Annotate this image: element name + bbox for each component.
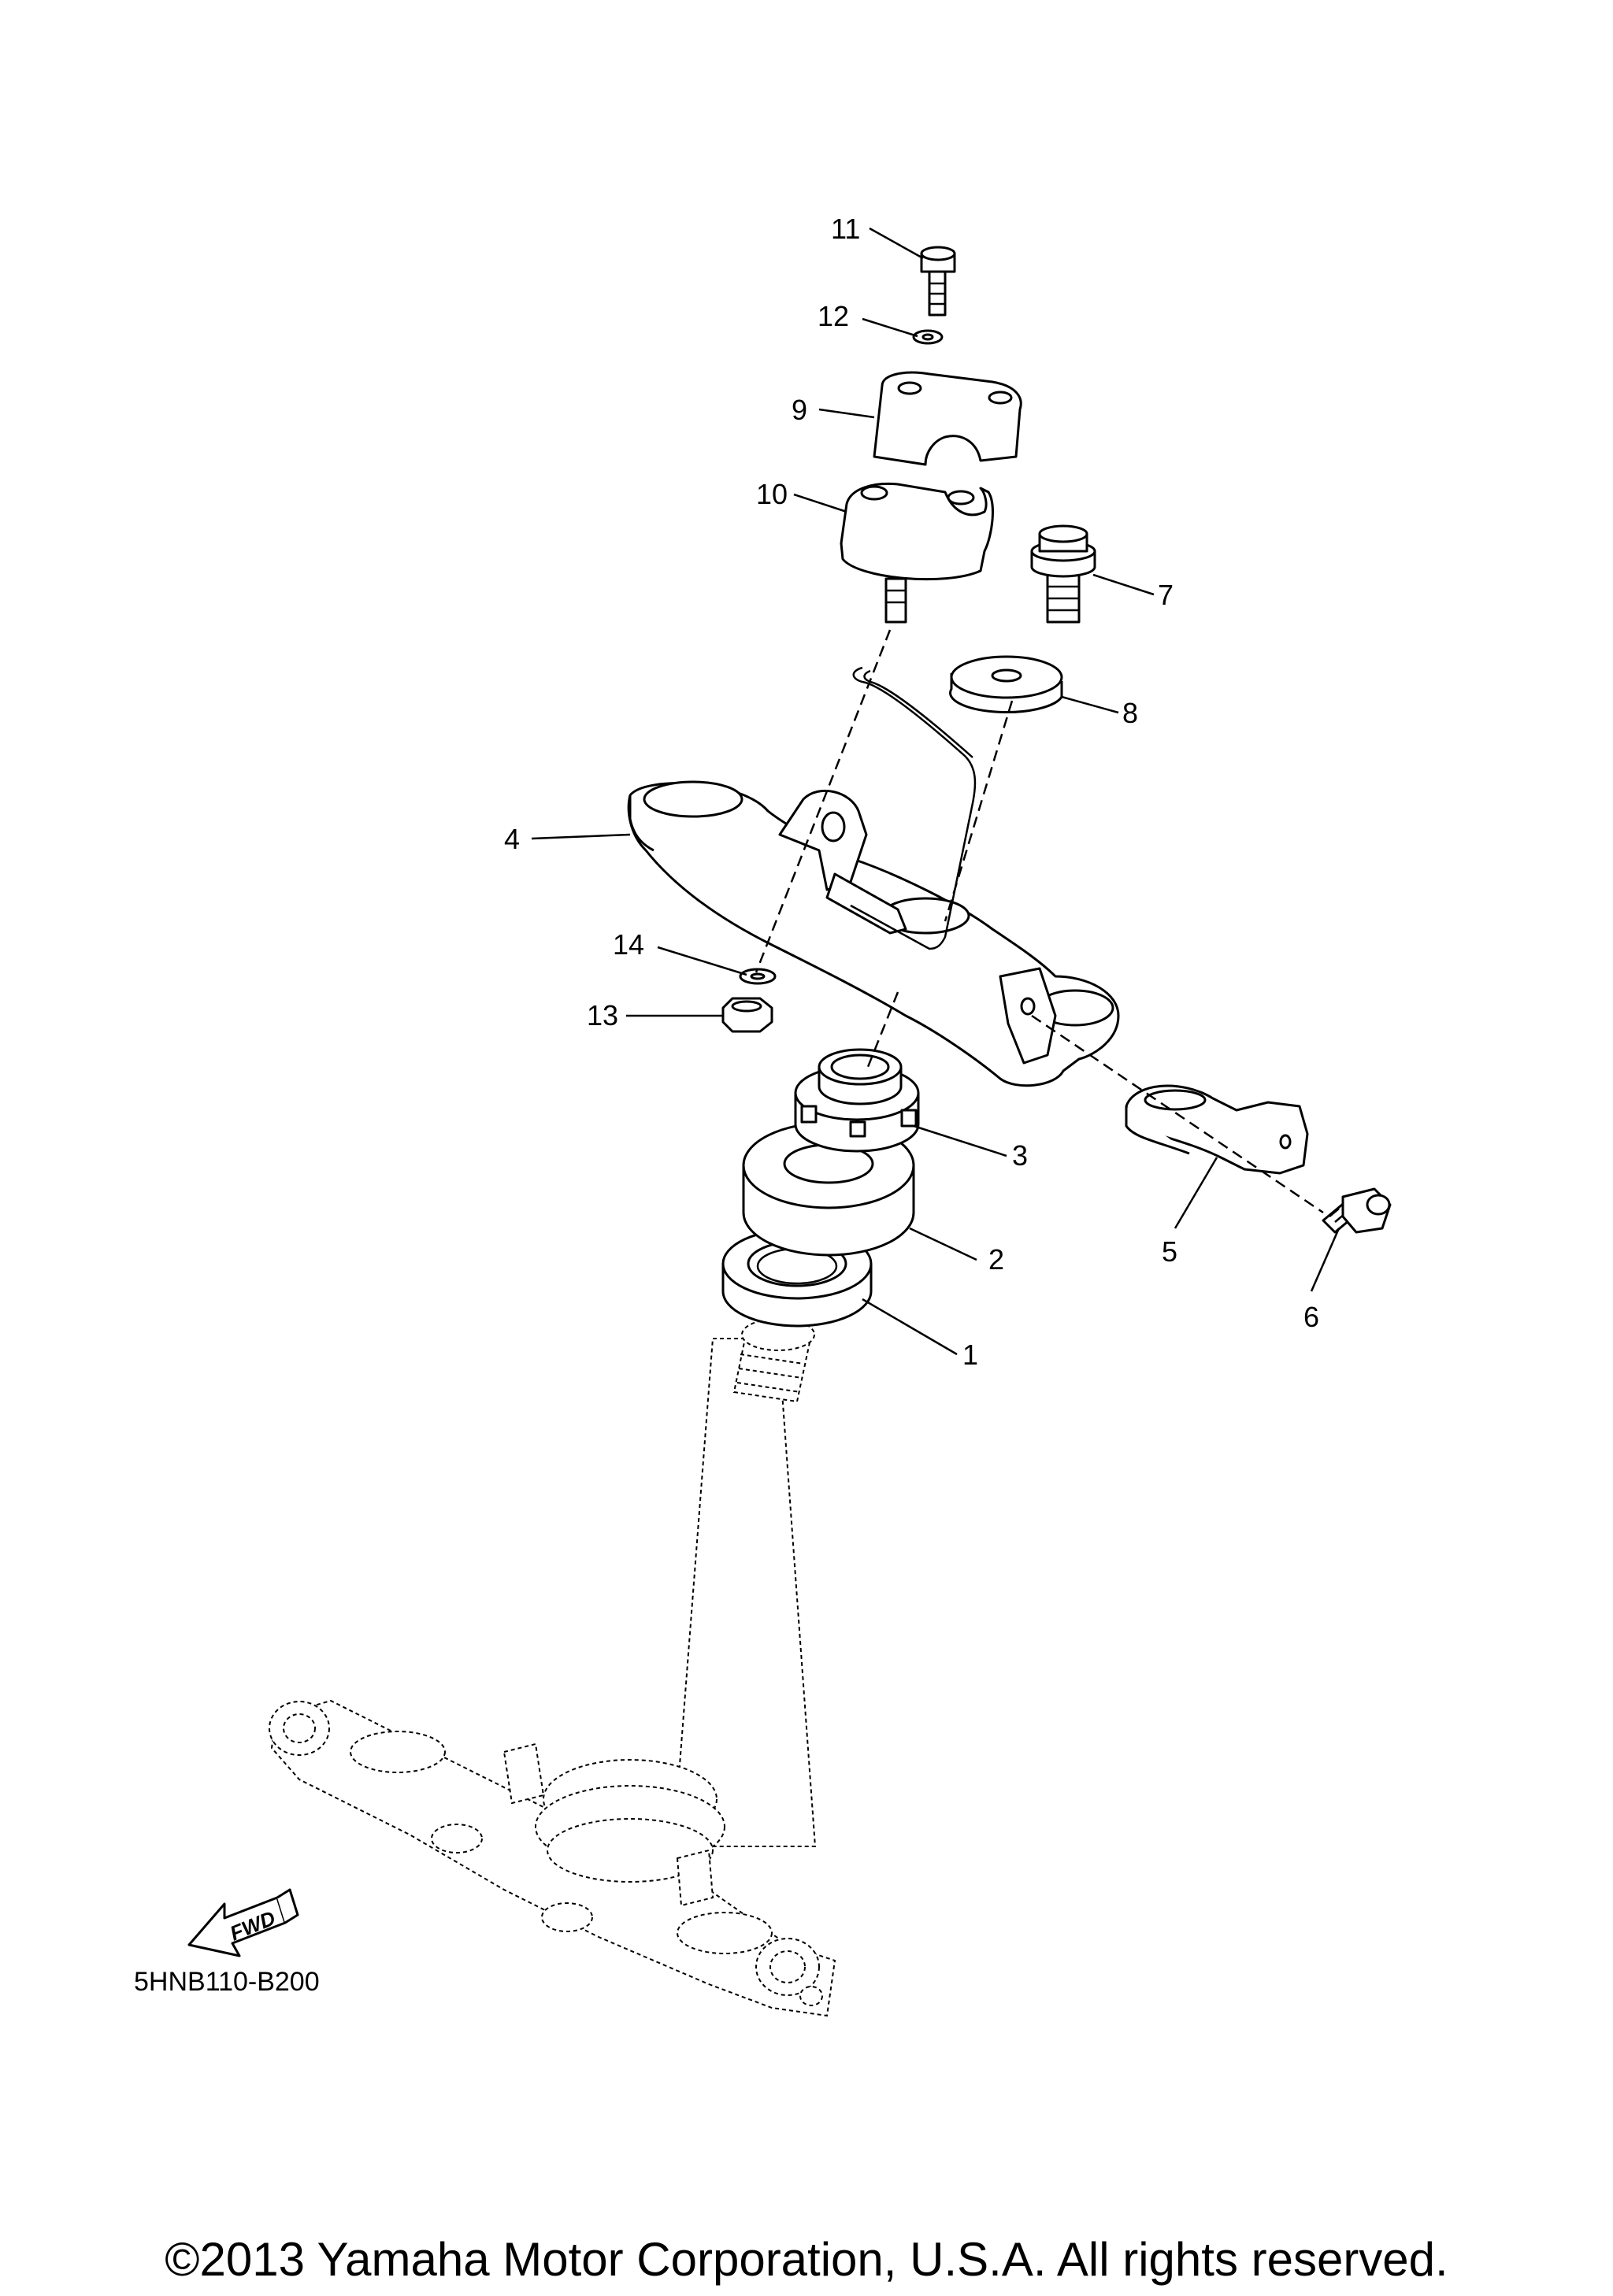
lower-bracket-steering-stem [269, 1318, 836, 2017]
callout-6: 6 [1303, 1301, 1319, 1333]
callout-12: 12 [818, 300, 849, 332]
part-14-washer [739, 968, 777, 985]
part-8-washer [949, 655, 1063, 714]
part-3-ring-nut [794, 1048, 920, 1153]
part-7-bolt [1030, 524, 1096, 624]
part-12-washer [912, 329, 944, 345]
callout-labels: 11 12 9 10 7 8 4 14 13 3 2 1 5 6 [504, 213, 1319, 1371]
copyright-notice: ©2013 Yamaha Motor Corporation, U.S.A. A… [165, 2233, 1448, 2286]
part-4-upper-bracket [627, 780, 1120, 1087]
part-11-bolt [920, 246, 956, 317]
part-10-lower-holder [840, 482, 994, 624]
cable-guide-wire [850, 666, 977, 950]
part-6-bolt [1322, 1187, 1392, 1234]
assembly-axis-lines [755, 629, 1324, 1214]
figure-code: 5HNB110-B200 [134, 1967, 320, 1997]
fwd-arrow-icon: FWD [187, 1888, 299, 1957]
callout-8: 8 [1122, 697, 1138, 729]
callout-11: 11 [831, 213, 860, 245]
callout-4: 4 [504, 823, 520, 855]
part-5-holder [1125, 1084, 1309, 1175]
part-13-nut [721, 997, 773, 1033]
callout-14: 14 [613, 928, 644, 961]
callout-2: 2 [988, 1243, 1004, 1276]
callout-13: 13 [587, 999, 618, 1031]
callout-5: 5 [1162, 1235, 1177, 1268]
callout-9: 9 [792, 394, 807, 426]
part-9-upper-holder [873, 371, 1022, 466]
leader-lines [531, 227, 1340, 1356]
callout-7: 7 [1158, 579, 1174, 611]
callout-10: 10 [756, 478, 788, 510]
callout-1: 1 [962, 1339, 978, 1371]
callout-3: 3 [1012, 1139, 1028, 1172]
